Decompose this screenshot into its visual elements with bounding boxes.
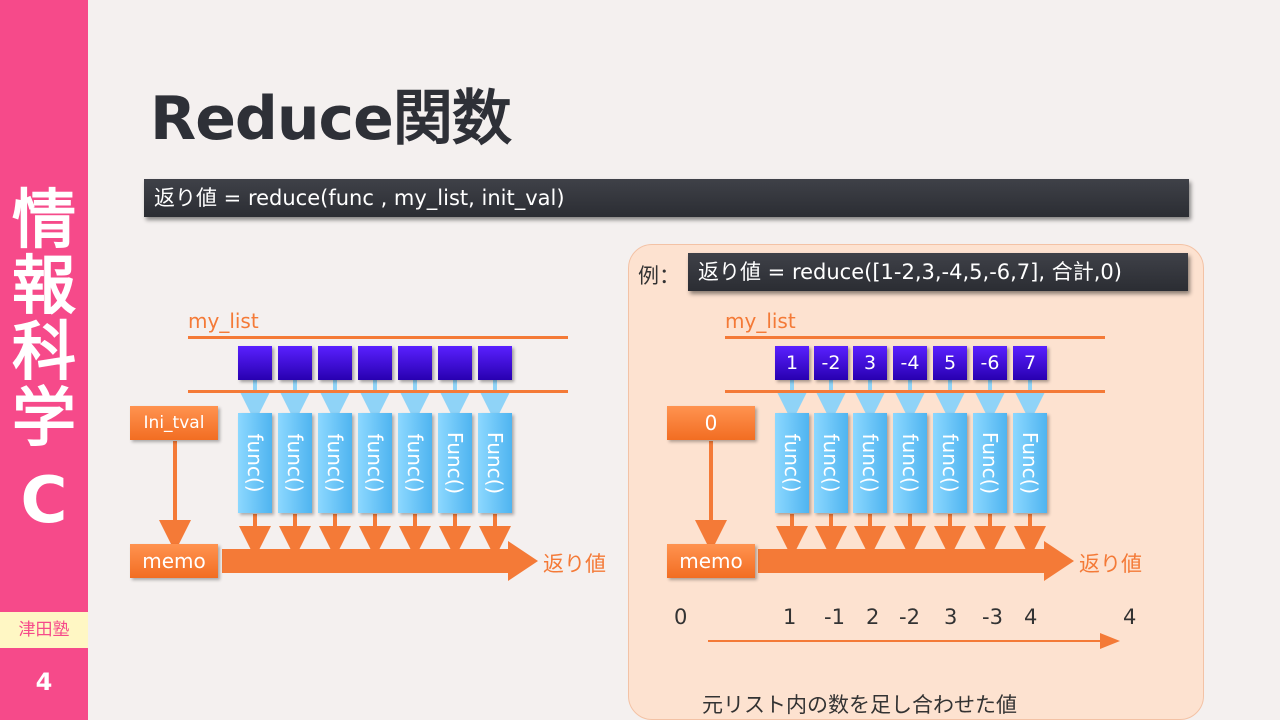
list-item-box: 5 (933, 346, 967, 380)
page-title: Reduce関数 (150, 84, 512, 154)
left-list-top-line (188, 336, 568, 339)
left-list-label: my_list (188, 309, 259, 333)
func-label: Func() (483, 431, 507, 495)
example-label: 例： (638, 264, 680, 288)
running-total: 1 (783, 605, 797, 629)
list-item-box: -6 (973, 346, 1007, 380)
func-box: func() (853, 413, 887, 513)
memo-box: memo (130, 544, 218, 578)
left-list-bottom-line (188, 390, 568, 393)
final-value: 4 (1123, 605, 1137, 629)
sidebar (0, 0, 88, 720)
func-box: Func() (973, 413, 1007, 513)
example-code-bar: 返り値 = reduce([1-2,3,-4,5,-6,7], 合計,0) (688, 253, 1188, 291)
list-item-box: 7 (1013, 346, 1047, 380)
running-total: -3 (982, 605, 1003, 629)
course-title-char: 科 (12, 316, 76, 390)
left-diagram-arrows (159, 380, 538, 581)
list-item-box: -4 (893, 346, 927, 380)
running-total: 4 (1024, 605, 1038, 629)
func-box: func() (318, 413, 352, 513)
func-box: func() (814, 413, 848, 513)
course-title-char: 報 (12, 250, 76, 324)
organization-label: 津田塾 (0, 612, 88, 648)
list-item-box (278, 346, 312, 380)
func-label: func() (403, 433, 427, 493)
example-caption: 元リスト内の数を足し合わせた値 (702, 693, 1017, 717)
list-item-box: -2 (814, 346, 848, 380)
func-label: func() (780, 433, 804, 493)
func-label: Func() (1018, 431, 1042, 495)
page-number: 4 (35, 668, 53, 696)
list-item-box (318, 346, 352, 380)
course-title-char: C (20, 464, 68, 538)
func-label: func() (363, 433, 387, 493)
func-label: Func() (978, 431, 1002, 495)
func-box: Func() (438, 413, 472, 513)
left-result-label: 返り値 (543, 552, 606, 576)
running-total: -2 (899, 605, 920, 629)
running-start: 0 (674, 605, 688, 629)
func-box: func() (358, 413, 392, 513)
func-label: func() (243, 433, 267, 493)
course-title-char: 学 (12, 382, 76, 456)
running-total: -1 (824, 605, 845, 629)
func-box: func() (775, 413, 809, 513)
right-list-label: my_list (725, 309, 796, 333)
func-label: Func() (443, 431, 467, 495)
func-box: func() (398, 413, 432, 513)
func-label: func() (283, 433, 307, 493)
init-value-box: 0 (667, 406, 755, 440)
func-box: func() (893, 413, 927, 513)
list-item-box (478, 346, 512, 380)
course-title: 情 報 科 学 C (0, 188, 88, 534)
func-label: func() (323, 433, 347, 493)
func-label: func() (819, 433, 843, 493)
syntax-bar: 返り値 = reduce(func , my_list, init_val) (144, 179, 1189, 217)
list-item-box: 3 (853, 346, 887, 380)
list-item-box (398, 346, 432, 380)
list-item-box (358, 346, 392, 380)
func-label: func() (898, 433, 922, 493)
func-box: func() (278, 413, 312, 513)
func-box: func() (933, 413, 967, 513)
func-box: func() (238, 413, 272, 513)
list-item-box (438, 346, 472, 380)
func-label: func() (858, 433, 882, 493)
func-box: Func() (1013, 413, 1047, 513)
right-result-label: 返り値 (1079, 552, 1142, 576)
course-title-char: 情 (12, 184, 76, 258)
list-item-box: 1 (775, 346, 809, 380)
running-total: 2 (866, 605, 880, 629)
func-label: func() (938, 433, 962, 493)
memo-box: memo (667, 544, 755, 578)
right-list-bottom-line (725, 390, 1105, 393)
right-list-top-line (725, 336, 1105, 339)
right-diagram-arrows (695, 380, 1120, 649)
func-box: Func() (478, 413, 512, 513)
list-item-box (238, 346, 272, 380)
init-value-box: Ini_tval (130, 406, 218, 440)
running-total: 3 (944, 605, 958, 629)
